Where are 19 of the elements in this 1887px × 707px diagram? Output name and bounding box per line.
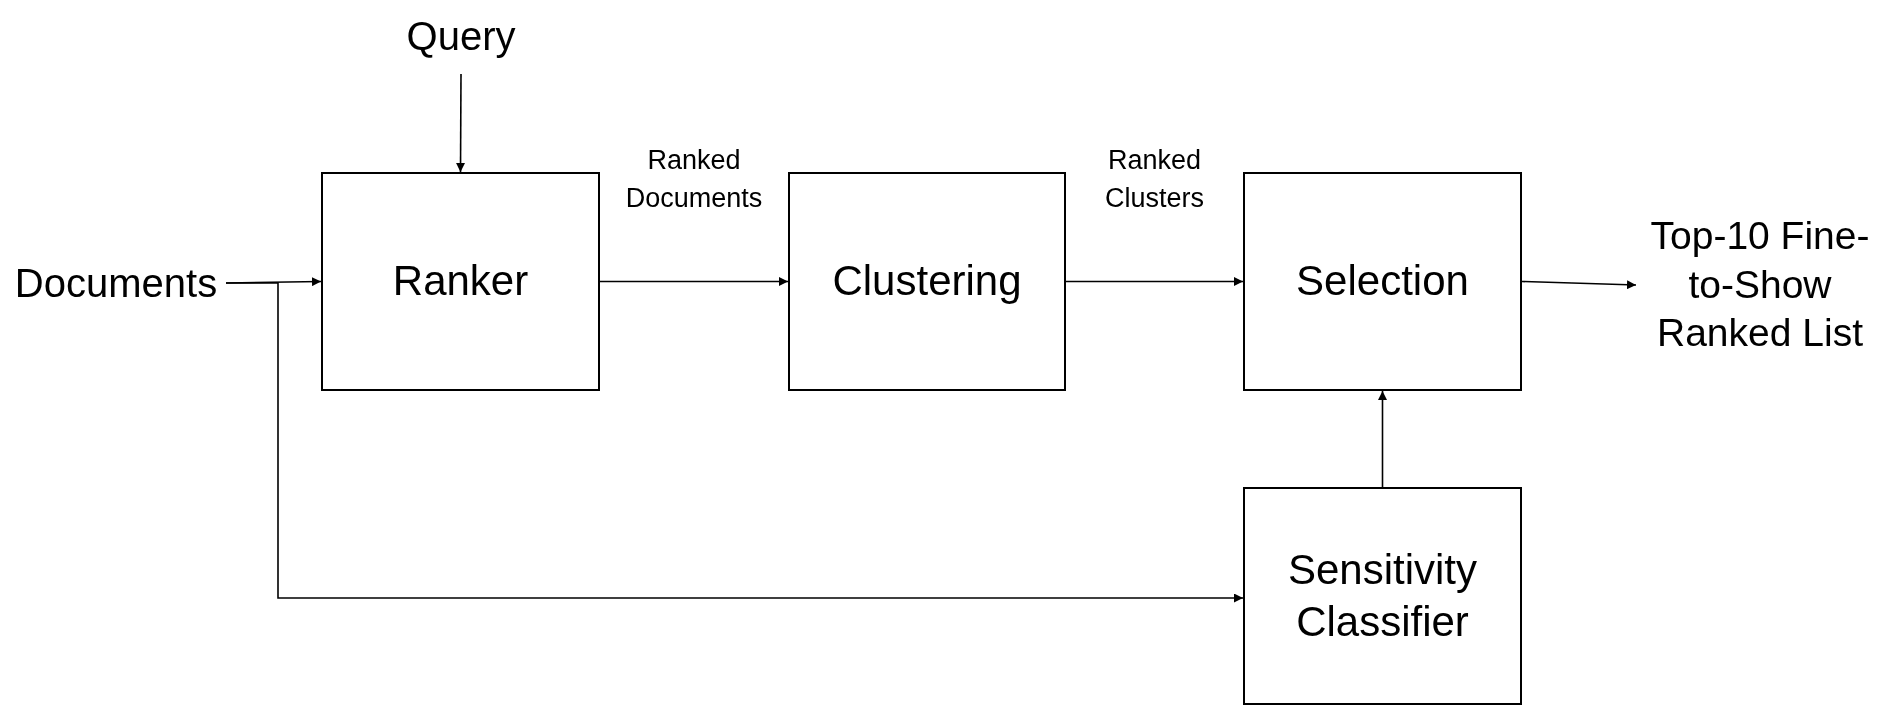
arrow <box>456 73 466 173</box>
node-text: Top-10 Fine-to-Show Ranked List <box>1636 180 1884 390</box>
arrow <box>1065 277 1244 286</box>
arrow <box>599 277 789 286</box>
box-label: Selection <box>1296 256 1469 307</box>
edge-label: Ranked Clusters <box>1104 144 1205 215</box>
process-box <box>1243 172 1522 391</box>
arrow <box>1378 390 1387 488</box>
box-label: Clustering <box>832 256 1022 307</box>
arrow <box>225 282 1244 603</box>
process-box <box>788 172 1066 391</box>
box-label: Sensitivity Classifier <box>1286 544 1479 647</box>
process-box <box>321 172 600 391</box>
box-label: Ranker <box>392 256 529 307</box>
process-box <box>1243 487 1522 705</box>
node-text: Query <box>398 2 524 70</box>
arrow <box>1521 280 1637 290</box>
edge-label: Ranked Documents <box>624 144 764 215</box>
node-text: Documents <box>6 253 226 313</box>
